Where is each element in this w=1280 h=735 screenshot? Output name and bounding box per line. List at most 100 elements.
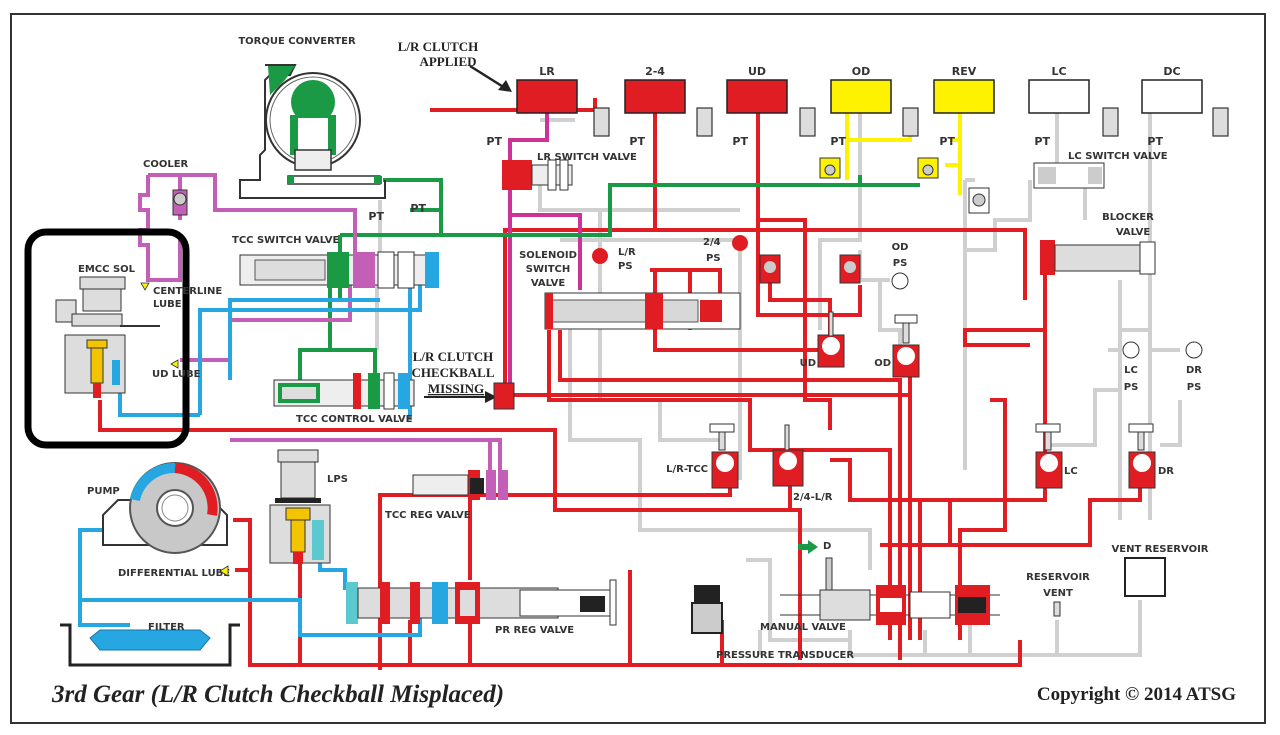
reservoir-vent: RESERVOIR VENT (1026, 572, 1090, 617)
solenoid-dr-label: DR (1158, 466, 1174, 477)
callout-applied-arrow-line (469, 64, 506, 90)
tcc-switch-valve: TCC SWITCH VALVE (232, 235, 439, 289)
clutch-dc-label: DC (1163, 65, 1180, 78)
solenoid-switch-label-3: VALVE (531, 278, 566, 289)
clutch-lr-label: LR (539, 65, 555, 78)
cooler-circuit (138, 173, 502, 480)
pt-label-lc: PT (1034, 135, 1050, 148)
callout-missing-line2: CHECKBALL (411, 365, 494, 380)
solenoid-switch-label-1: SOLENOID (519, 250, 577, 261)
callout-missing-line1: L/R CLUTCH (413, 349, 494, 364)
cooler-label: COOLER (143, 159, 189, 170)
pr-reg-valve: PR REG VALVE (346, 579, 617, 636)
two-four-ps-label-1: 2/4 (703, 237, 721, 248)
callout-applied-line2: APPLIED (419, 54, 476, 69)
two-four-ps-label-2: PS (706, 253, 721, 264)
callout-lr-applied: L/R CLUTCH APPLIED (398, 39, 512, 92)
lr-ps-label-1: L/R (618, 247, 636, 258)
solenoid-od: OD (874, 314, 920, 378)
converter-circuit (298, 175, 920, 380)
accumulator-od (902, 107, 919, 137)
arrow-left-icon (170, 359, 179, 369)
pressure-transducer: PRESSURE TRANSDUCER (691, 585, 854, 661)
centerline-label: CENTERLINE (153, 286, 222, 297)
dr-ps-label-1: DR (1186, 365, 1202, 376)
lc-switch-valve: LC SWITCH VALVE (1033, 151, 1168, 189)
accumulator-dc (1212, 107, 1229, 137)
lc-ps-label-1: LC (1124, 365, 1138, 376)
manual-valve-range-label: D (823, 541, 831, 552)
clutch-2-4-label: 2-4 (645, 65, 665, 78)
solenoid-lc-label: LC (1064, 466, 1078, 477)
pressure-transducer-label: PRESSURE TRANSDUCER (716, 650, 854, 661)
reservoir-vent-label-1: RESERVOIR (1026, 572, 1090, 583)
clutch-dc: DC (1141, 65, 1203, 114)
ud-lube-label: UD LUBE (152, 369, 201, 380)
emcc-sol-label: EMCC SOL (78, 264, 136, 275)
line-pressure-circuit (98, 98, 1142, 670)
cooler: COOLER (143, 159, 189, 216)
filter: FILTER (60, 622, 240, 667)
clutch-lr: LR (516, 65, 578, 114)
solenoid-2-4-lr: 2/4-L/R (772, 424, 833, 503)
clutch-lc: LC (1028, 65, 1090, 114)
filter-label: FILTER (148, 622, 185, 633)
tcc-reg-valve-label: TCC REG VALVE (385, 510, 471, 521)
diagram-frame (10, 13, 1266, 724)
lube-label: LUBE (153, 299, 182, 310)
callout-checkball-missing: L/R CLUTCH CHECKBALL MISSING (411, 349, 515, 410)
solenoid-lc: LC (1035, 423, 1078, 489)
blocker-valve: BLOCKER VALVE (1040, 212, 1156, 275)
differential-lube-label: DIFFERENTIAL LUBE (118, 568, 230, 579)
pressure-taps: PT PT PT PT PT PT PT PT PT (368, 135, 1163, 223)
exhaust-circuit (375, 108, 1182, 657)
clutch-boxes: LR 2-4 UD OD REV LC DC (516, 65, 1203, 114)
clutch-ud-label: UD (748, 65, 766, 78)
solenoid-od-label: OD (874, 358, 891, 369)
pt-label-2-4: PT (629, 135, 645, 148)
od-pressure-switch: OD PS (891, 242, 909, 290)
lr-pressure-switch (592, 248, 608, 264)
blocker-label-1: BLOCKER (1102, 212, 1154, 223)
clutch-ud: UD (726, 65, 788, 114)
callout-missing-line3: MISSING (428, 381, 484, 396)
differential-lube: DIFFERENTIAL LUBE (118, 565, 230, 579)
tcc-switch-valve-label: TCC SWITCH VALVE (232, 235, 339, 246)
arrow-down-icon (140, 282, 150, 291)
solenoid-dr: DR (1128, 423, 1174, 489)
solenoid-ud: UD (800, 311, 845, 369)
callout-applied-arrow-head (498, 80, 512, 92)
solenoid-switch-label-2: SWITCH (526, 264, 570, 275)
lps-label: LPS (327, 474, 348, 485)
pt-label-lr: PT (486, 135, 502, 148)
pump: PUMP (87, 462, 228, 554)
pt-label-dc: PT (1147, 135, 1163, 148)
accumulator-lc (1102, 107, 1119, 137)
clutch-od-label: OD (852, 65, 870, 78)
solenoid-lr-tcc-label: L/R-TCC (666, 464, 708, 475)
lr-feed-circuit (508, 110, 582, 390)
tcc-control-valve: TCC CONTROL VALVE (273, 372, 415, 425)
lr-switch-valve-label: LR SWITCH VALVE (537, 152, 637, 163)
vent-reservoir-label: VENT RESERVOIR (1112, 544, 1209, 555)
accumulator-2-4 (696, 107, 713, 137)
copyright: Copyright © 2014 ATSG (1037, 684, 1236, 705)
accumulator-ud (799, 107, 816, 137)
arrow-left-icon (219, 565, 229, 577)
two-four-pressure-switch (732, 235, 748, 251)
solenoid-ud-label: UD (800, 358, 816, 369)
clutch-lc-label: LC (1051, 65, 1066, 78)
od-ps-label-1: OD (892, 242, 909, 253)
pt-label-converter-release: PT (368, 210, 384, 223)
highlight-box (24, 228, 190, 449)
pump-label: PUMP (87, 486, 120, 497)
lps-solenoid: LPS (269, 449, 348, 564)
torque-converter-label: TORQUE CONVERTER (238, 36, 356, 47)
lr-switch-valve: LR SWITCH VALVE (502, 152, 637, 191)
dr-ps-label-2: PS (1187, 382, 1202, 393)
checkball-pocket (493, 382, 515, 410)
clutch-od: OD (830, 65, 892, 114)
diagram-title: 3rd Gear (L/R Clutch Checkball Misplaced… (51, 681, 504, 708)
manual-valve: D MANUAL VALVE (760, 540, 1000, 633)
